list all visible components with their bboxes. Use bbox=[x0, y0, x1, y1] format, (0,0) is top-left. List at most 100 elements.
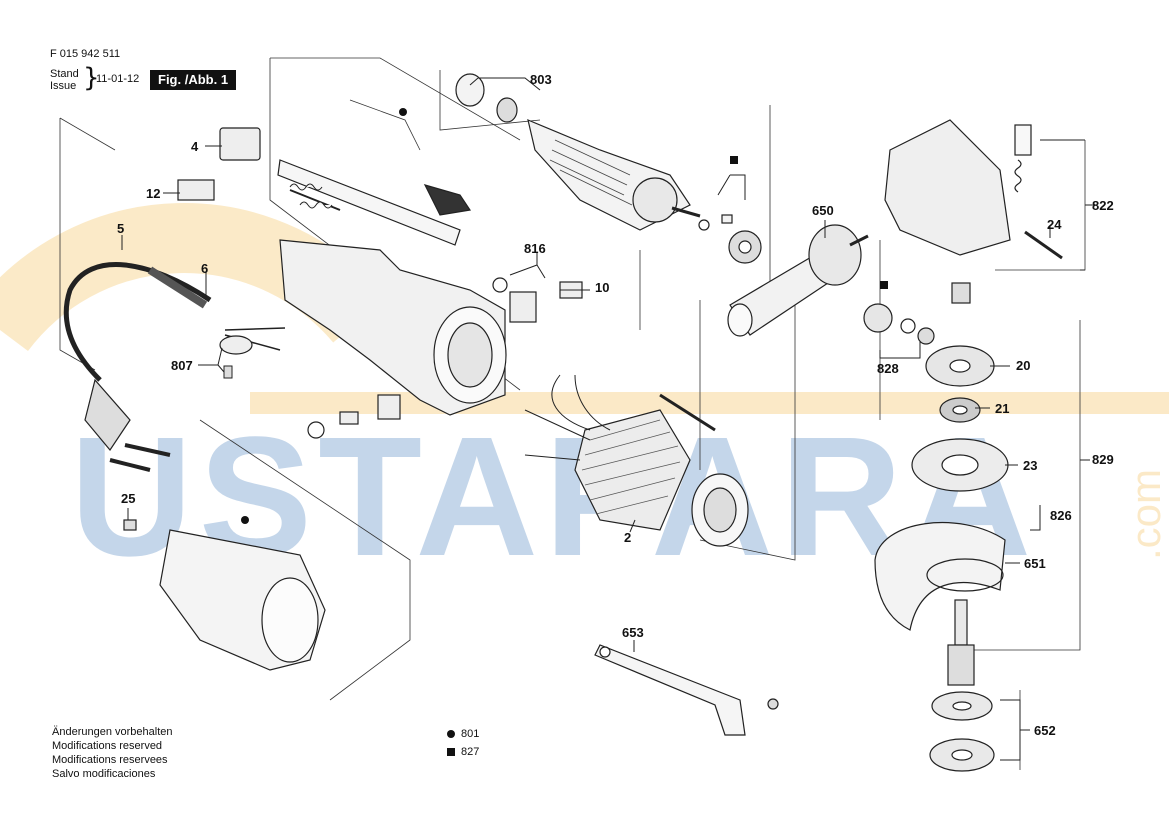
brush-holder-a bbox=[509, 291, 537, 323]
spindle-assembly bbox=[929, 599, 995, 772]
callout-25: 25 bbox=[121, 491, 135, 506]
dot-icon bbox=[241, 516, 249, 524]
brace-glyph: } bbox=[83, 63, 100, 93]
carbon-brush-b bbox=[339, 411, 359, 425]
modifications-line-de: Änderungen vorbehalten bbox=[52, 726, 173, 738]
callout-12: 12 bbox=[146, 186, 160, 201]
callout-leaders bbox=[121, 77, 1095, 761]
callout-650: 650 bbox=[812, 203, 834, 218]
auxiliary-handle bbox=[727, 224, 869, 337]
callout-652: 652 bbox=[1034, 723, 1056, 738]
figure-badge: Fig. /Abb. 1 bbox=[150, 70, 237, 90]
callout-markers bbox=[241, 108, 888, 524]
suppressor-12 bbox=[177, 179, 215, 201]
motor-housing bbox=[279, 239, 507, 416]
callout-10: 10 bbox=[595, 280, 609, 295]
guard-shell bbox=[874, 522, 1006, 631]
ref-line-cord-top bbox=[59, 117, 116, 151]
brush-spring-b bbox=[307, 421, 325, 439]
callout-816: 816 bbox=[524, 241, 546, 256]
spindle-lock-button bbox=[1014, 124, 1032, 156]
issue-date: 11-01-12 bbox=[96, 73, 140, 85]
plug-pin-1 bbox=[124, 443, 171, 457]
stator-core bbox=[574, 409, 691, 531]
modifications-line-en: Modifications reserved bbox=[52, 740, 163, 752]
armature-assembly bbox=[455, 73, 762, 264]
switch-module bbox=[177, 127, 261, 201]
clamp-screw bbox=[223, 365, 233, 379]
bearing-sleeve bbox=[455, 73, 485, 107]
square-icon bbox=[447, 748, 455, 756]
spindle-shaft bbox=[954, 599, 968, 646]
callout-653: 653 bbox=[622, 625, 644, 640]
callout-4: 4 bbox=[191, 139, 199, 154]
lock-spring bbox=[1014, 159, 1022, 193]
handle-guard bbox=[808, 224, 862, 286]
document-number: F 015 942 511 bbox=[50, 48, 121, 60]
cover-screw-25 bbox=[123, 519, 137, 531]
modifications-line-es: Salvo modificaciones bbox=[52, 768, 156, 780]
callout-24: 24 bbox=[1047, 217, 1062, 232]
ref-line-801 bbox=[349, 99, 421, 151]
ref-line-cover bbox=[199, 419, 411, 701]
modifications-notice: Änderungen vorbehalten Modifications res… bbox=[52, 725, 172, 781]
callout-803: 803 bbox=[530, 72, 552, 87]
legend-item-square: 827 bbox=[447, 746, 479, 758]
gear-set bbox=[863, 282, 1009, 492]
callout-23: 23 bbox=[1023, 458, 1037, 473]
stator-wires bbox=[551, 374, 611, 431]
legend-label-827: 827 bbox=[461, 746, 480, 758]
callout-20: 20 bbox=[1016, 358, 1030, 373]
cord-sleeve bbox=[147, 266, 208, 309]
long-screw bbox=[659, 393, 716, 432]
callout-2: 2 bbox=[624, 530, 631, 545]
screw-827 bbox=[721, 214, 733, 224]
ref-line-top bbox=[270, 57, 521, 141]
callout-labels: 803 4 12 5 6 807 816 10 650 822 24 20 82… bbox=[117, 72, 1114, 738]
stand-label: Stand bbox=[50, 68, 79, 80]
callout-829: 829 bbox=[1092, 452, 1114, 467]
callout-822: 822 bbox=[1092, 198, 1114, 213]
callout-5: 5 bbox=[117, 221, 124, 236]
pinion-gear bbox=[863, 303, 893, 333]
square-icon bbox=[730, 156, 738, 164]
watermark-suffix: .com bbox=[1122, 469, 1169, 560]
rear-cover bbox=[123, 519, 326, 671]
callout-6: 6 bbox=[201, 261, 208, 276]
spacer bbox=[951, 282, 971, 304]
armature-shaft bbox=[671, 206, 701, 218]
spring-1 bbox=[289, 183, 323, 191]
gear-head-housing bbox=[884, 119, 1063, 260]
callout-651: 651 bbox=[1024, 556, 1046, 571]
housing-screw-24 bbox=[1024, 230, 1063, 260]
protective-guard bbox=[874, 522, 1006, 631]
washer bbox=[698, 219, 710, 231]
wrench-body bbox=[594, 644, 746, 736]
field-stator bbox=[524, 374, 749, 547]
plug-pin-2 bbox=[109, 458, 151, 472]
legend-label-801: 801 bbox=[461, 728, 480, 740]
dot-icon bbox=[399, 108, 407, 116]
ref-line-829 bbox=[960, 320, 1081, 651]
switch-rod bbox=[277, 159, 472, 246]
legend-item-dot: 801 bbox=[447, 728, 479, 740]
pinion-bearing bbox=[917, 327, 935, 345]
spring-2 bbox=[299, 201, 333, 209]
cord-clamp-807 bbox=[219, 335, 253, 355]
modifications-line-fr: Modifications reservees bbox=[52, 754, 168, 766]
callout-807: 807 bbox=[171, 358, 193, 373]
callout-826: 826 bbox=[1050, 508, 1072, 523]
callout-21: 21 bbox=[995, 401, 1009, 416]
pinion-washer bbox=[900, 318, 916, 334]
spindle-thread bbox=[947, 644, 975, 686]
ref-line-803 bbox=[439, 70, 541, 131]
switch-block bbox=[219, 127, 261, 161]
brush-spring bbox=[492, 277, 508, 293]
issue-label: Issue bbox=[50, 80, 77, 92]
ball-bearing-small bbox=[496, 97, 518, 123]
square-icon bbox=[880, 281, 888, 289]
power-cord bbox=[63, 262, 286, 472]
switch-button bbox=[423, 184, 472, 216]
callout-828: 828 bbox=[877, 361, 899, 376]
gear-housing bbox=[884, 119, 1011, 256]
